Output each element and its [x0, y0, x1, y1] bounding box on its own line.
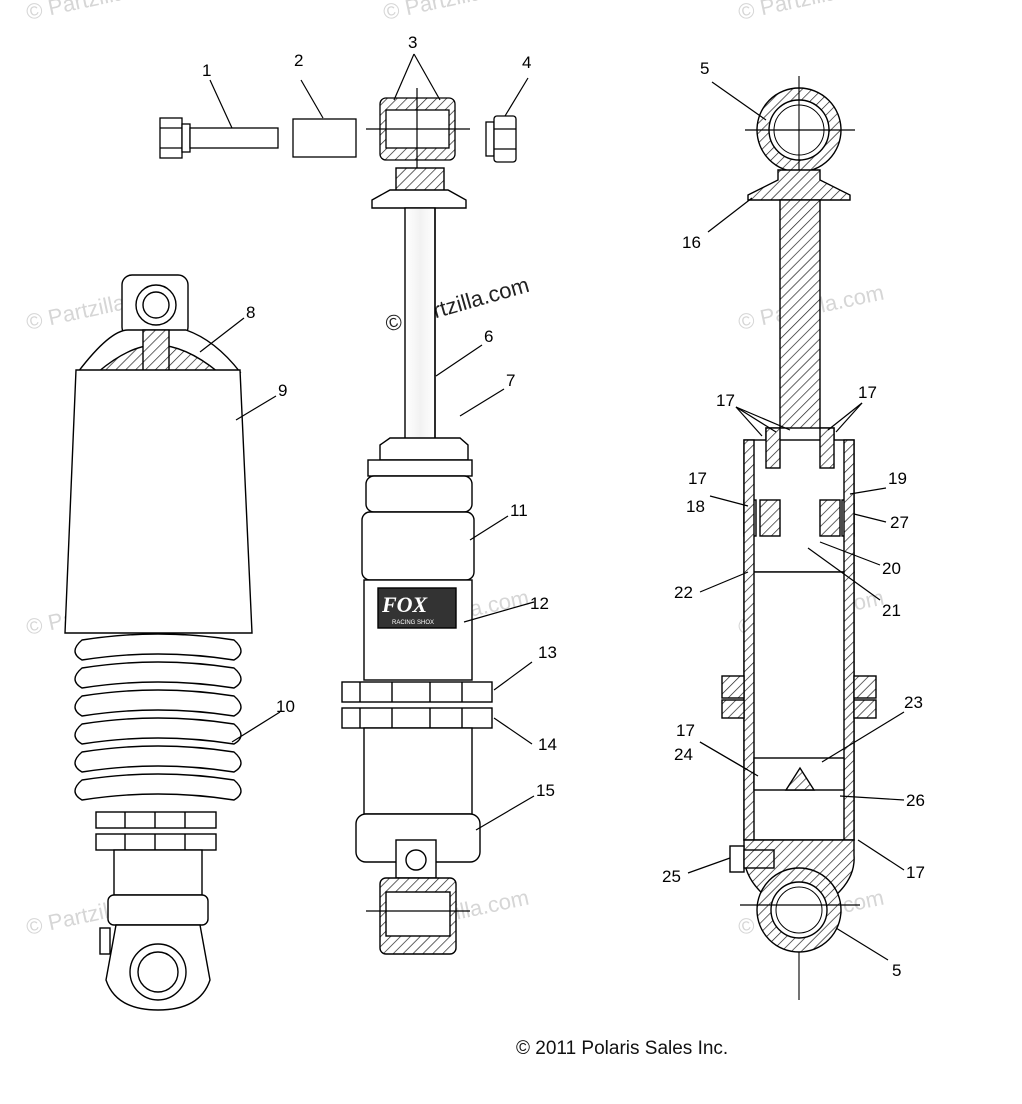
callout-4: 4 [522, 53, 531, 72]
callout-17-c: 17 [688, 469, 707, 488]
nut-part [485, 115, 517, 163]
callout-20: 20 [882, 559, 901, 578]
watermark-top-right: © Partzilla.com [736, 0, 886, 25]
leader-lines [199, 53, 905, 961]
left-spring [74, 633, 242, 801]
callout-1: 1 [202, 61, 211, 80]
callout-2: 2 [294, 51, 303, 70]
callout-labels: 1 2 3 4 5 6 7 8 9 10 11 12 13 14 15 16 1… [202, 33, 925, 980]
callout-10: 10 [276, 697, 295, 716]
callout-9: 9 [278, 381, 287, 400]
callout-18: 18 [686, 497, 705, 516]
callout-8: 8 [246, 303, 255, 322]
callout-25: 25 [662, 867, 681, 886]
callout-17-a: 17 [716, 391, 735, 410]
watermark-top-left: © Partzilla.com [24, 0, 174, 25]
fox-logo-badge: FOX RACING SHOX [377, 587, 457, 629]
callout-17-b: 17 [858, 383, 877, 402]
fox-logo-text: FOX [381, 592, 429, 617]
callout-24: 24 [674, 745, 693, 764]
callout-11: 11 [510, 501, 528, 520]
fox-logo-tagline: RACING SHOX [392, 620, 434, 626]
callout-5-bottom: 5 [892, 961, 901, 980]
callout-26: 26 [906, 791, 925, 810]
callout-3: 3 [408, 33, 417, 52]
callout-14: 14 [538, 735, 557, 754]
watermark-top-center: © Partzilla.com [381, 0, 531, 25]
callout-27: 27 [890, 513, 909, 532]
center-shock-assembly: FOX RACING SHOX [341, 167, 493, 955]
callout-21: 21 [882, 601, 901, 620]
callout-23: 23 [904, 693, 923, 712]
callout-7: 7 [506, 371, 515, 390]
callout-17-e: 17 [906, 863, 925, 882]
callout-5-top: 5 [700, 59, 709, 78]
bolt-part [159, 117, 279, 159]
left-shock-assembly [64, 274, 253, 1011]
callout-6: 6 [484, 327, 493, 346]
callout-12: 12 [530, 594, 549, 613]
callout-16: 16 [682, 233, 701, 252]
callout-19: 19 [888, 469, 907, 488]
callout-22: 22 [674, 583, 693, 602]
callout-13: 13 [538, 643, 557, 662]
callout-17-d: 17 [676, 721, 695, 740]
copyright-notice: © 2011 Polaris Sales Inc. [516, 1038, 729, 1059]
right-shock-cutaway [721, 76, 877, 1000]
spacer-part [292, 118, 357, 158]
callout-15: 15 [536, 781, 555, 800]
eyelet-bushing-part [366, 88, 470, 172]
